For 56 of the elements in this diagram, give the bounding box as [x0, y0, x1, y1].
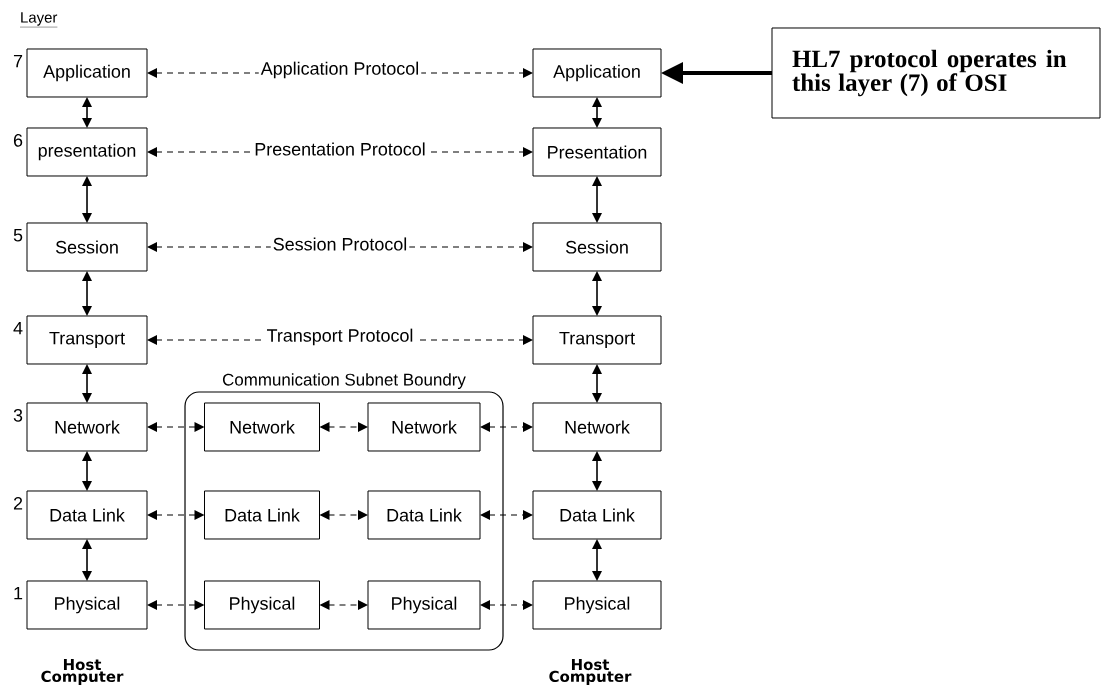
arrow — [147, 422, 205, 432]
arrow — [319, 422, 368, 432]
layer-number: 1 — [14, 587, 23, 600]
arrow — [82, 271, 92, 316]
layer-number: 4 — [13, 322, 23, 335]
layer-box: Application — [532, 48, 662, 98]
arrow — [592, 97, 602, 128]
column-caption: Host Computer — [549, 659, 632, 685]
arrow — [82, 97, 92, 128]
layer-box: Network — [367, 402, 481, 452]
layer-box: Transport — [26, 315, 148, 365]
layer-box: Physical — [532, 580, 662, 630]
layer-box: Transport — [532, 315, 662, 365]
layer-box: Network — [204, 402, 320, 452]
layer-box: Physical — [204, 580, 320, 630]
layer-box: Application — [26, 48, 148, 98]
arrow — [82, 364, 92, 403]
node-label: Communication Subnet Boundry — [222, 373, 466, 389]
layer-number: 3 — [13, 409, 23, 422]
arrow — [592, 539, 602, 581]
arrow — [592, 451, 602, 491]
layer-box: Data Link — [26, 490, 148, 540]
layer-box: Data Link — [532, 490, 662, 540]
edge-label: Session Protocol — [270, 235, 410, 253]
layer-box: presentation — [26, 127, 148, 177]
arrow — [480, 422, 533, 432]
layer-box: Physical — [26, 580, 148, 630]
layer-box: Physical — [367, 580, 481, 630]
layer-box: Presentation — [532, 127, 662, 177]
layer-box: Data Link — [204, 490, 320, 540]
arrow — [82, 451, 92, 491]
layer-box: Network — [532, 402, 662, 452]
layer-number: 2 — [13, 497, 23, 510]
arrow — [480, 600, 533, 610]
arrow — [592, 271, 602, 316]
arrow — [661, 62, 772, 84]
arrow — [319, 600, 368, 610]
layer-box: Network — [26, 402, 148, 452]
axis-title: Layer — [19, 12, 58, 28]
arrow — [82, 176, 92, 223]
arrow — [147, 600, 205, 610]
column-caption: Host Computer — [41, 659, 124, 685]
arrow — [480, 510, 533, 520]
callout-box: HL7 protocol operates in this layer (7) of OSI — [771, 27, 1101, 119]
layer-number: 5 — [13, 229, 23, 242]
arrow — [82, 539, 92, 581]
arrow — [147, 510, 205, 520]
layer-box: Session — [26, 222, 148, 272]
arrow — [592, 176, 602, 223]
layer-box: Session — [532, 222, 662, 272]
layer-number: 7 — [13, 55, 23, 68]
arrow — [592, 364, 602, 403]
edge-label: Presentation Protocol — [252, 140, 428, 158]
layer-number: 6 — [13, 134, 23, 147]
layer-box: Data Link — [367, 490, 481, 540]
arrow — [319, 510, 368, 520]
